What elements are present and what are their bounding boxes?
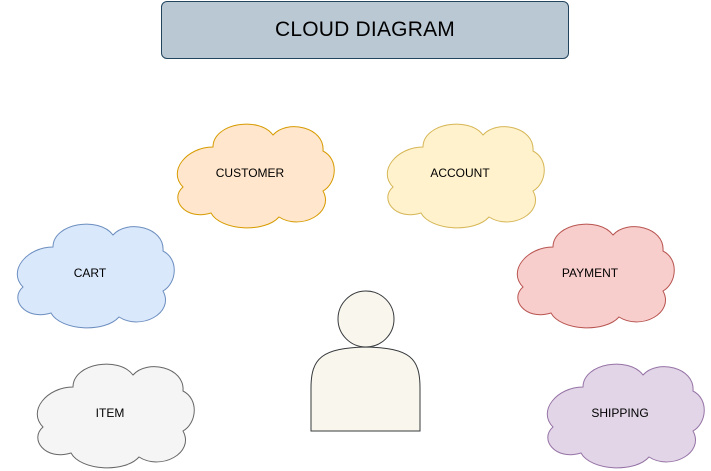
user-icon[interactable] [310, 290, 421, 432]
cloud-cart-label: CART [74, 266, 107, 280]
cloud-payment[interactable]: PAYMENT [516, 223, 675, 329]
cloud-customer-label: CUSTOMER [216, 166, 285, 180]
cloud-payment-label: PAYMENT [562, 266, 619, 280]
cloud-shipping[interactable]: SHIPPING [546, 363, 705, 469]
cloud-item[interactable]: ITEM [36, 363, 195, 469]
user-head [337, 290, 395, 348]
cloud-account-label: ACCOUNT [430, 166, 490, 180]
cloud-shipping-label: SHIPPING [591, 406, 648, 420]
diagram-title-box: CLOUD DIAGRAM [161, 1, 569, 59]
diagram-title: CLOUD DIAGRAM [275, 18, 455, 41]
cloud-cart[interactable]: CART [16, 223, 175, 329]
user-body [310, 346, 421, 432]
cloud-item-label: ITEM [96, 406, 125, 420]
cloud-account[interactable]: ACCOUNT [386, 123, 545, 229]
cloud-customer[interactable]: CUSTOMER [176, 123, 335, 229]
